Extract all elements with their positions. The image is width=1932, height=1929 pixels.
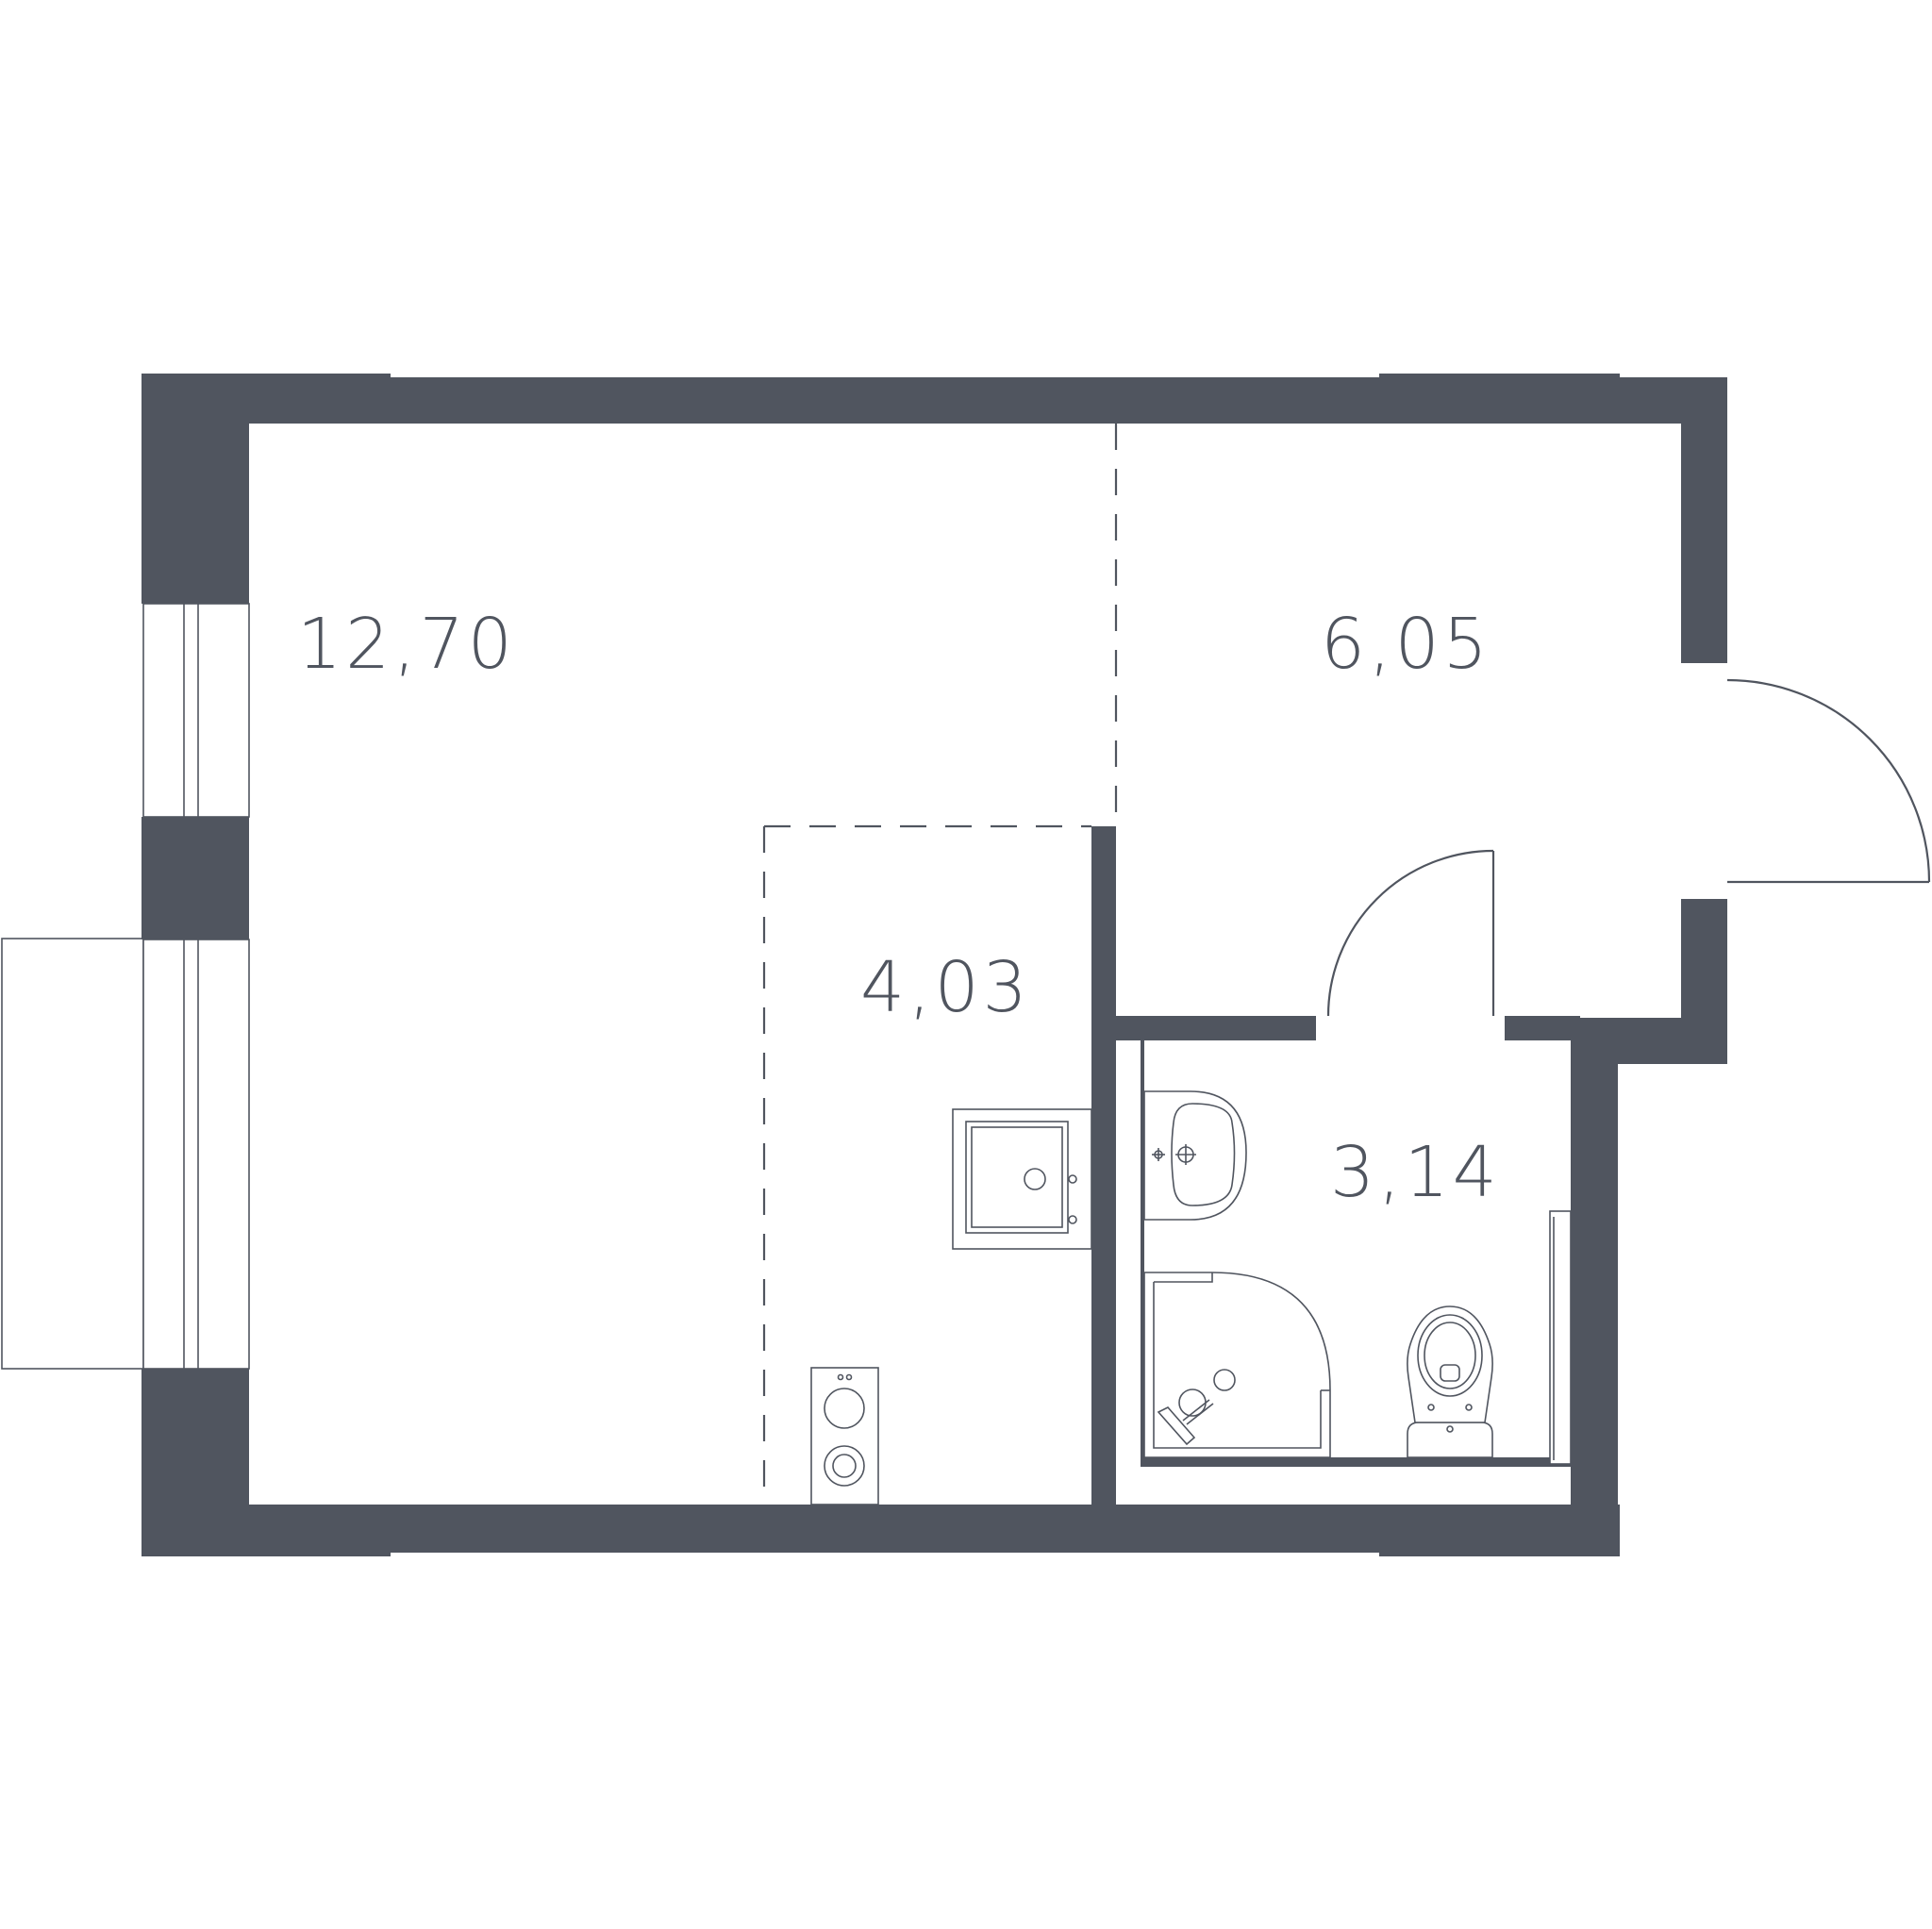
zone-dividers <box>762 424 1118 1505</box>
kitchen-area: 4,03 <box>860 947 1031 1028</box>
balcony <box>1 938 144 1370</box>
walls <box>142 374 1727 1556</box>
washbasin-icon <box>1143 1090 1247 1221</box>
window-lower <box>142 929 250 1377</box>
living-room-area: 12,70 <box>297 604 516 685</box>
toilet-icon <box>1407 1305 1493 1458</box>
bathroom-area: 3,14 <box>1330 1132 1501 1213</box>
hallway-area: 6,05 <box>1321 604 1491 685</box>
stove-icon <box>810 1367 879 1505</box>
shower-icon <box>1143 1272 1331 1458</box>
window-upper <box>142 594 250 821</box>
entrance-door <box>1726 678 1931 884</box>
sink-icon <box>952 1108 1092 1250</box>
bathroom-door <box>1326 849 1495 1017</box>
service-shaft <box>1549 1210 1572 1465</box>
